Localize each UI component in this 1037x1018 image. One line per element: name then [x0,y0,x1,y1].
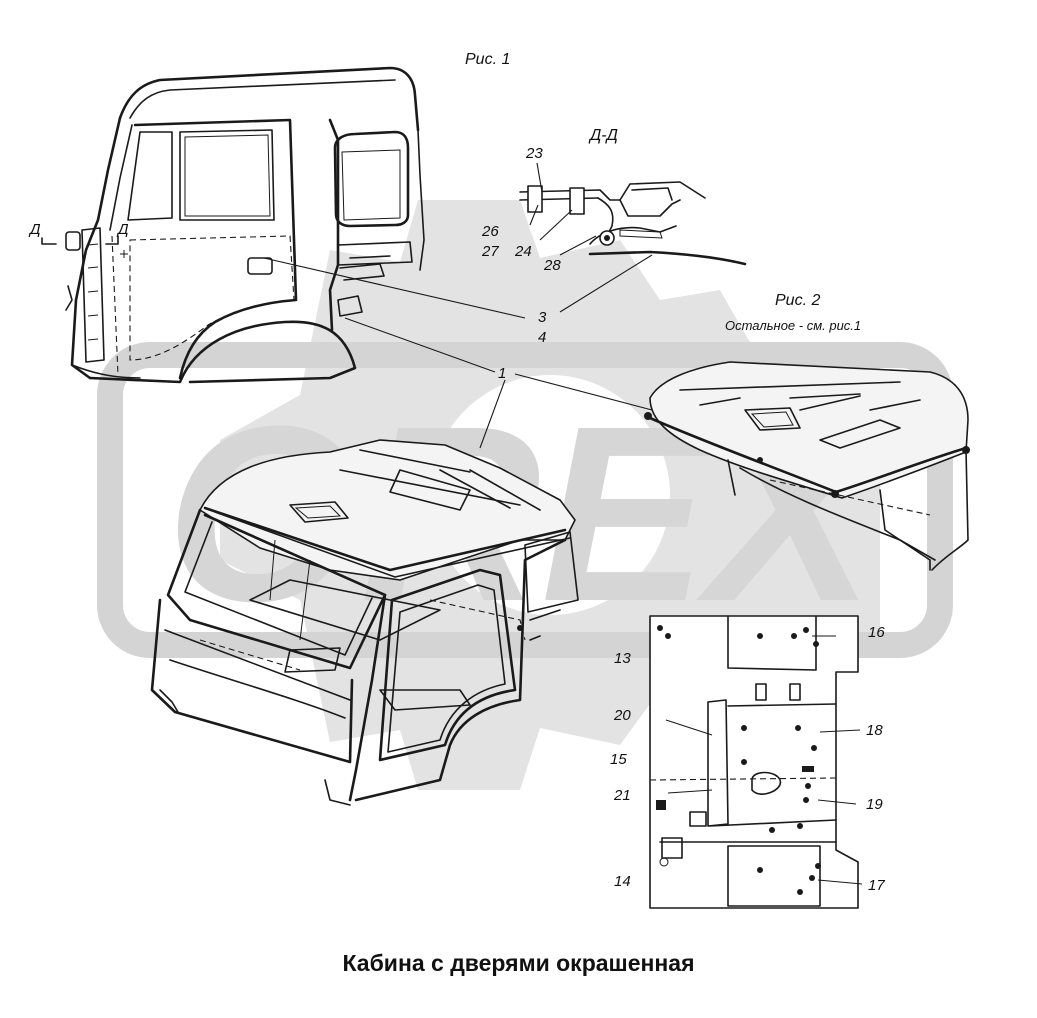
section-mark-left: Д [28,221,41,238]
callout-21: 21 [613,787,631,804]
callout-20: 20 [613,707,631,724]
diagram-caption: Кабина с дверями окрашенная [342,950,695,976]
callout-26: 26 [481,223,499,240]
callout-3: 3 [538,309,547,326]
fig2-title: Рис. 2 [775,292,820,309]
callout-23: 23 [525,145,543,162]
floor-panel-plan [649,615,859,909]
section-title: Д-Д [588,127,618,144]
leader-lines [263,162,863,885]
labels: Рис. 1 Д-Д Рис. 2 Остальное - см. рис.1 … [28,51,885,894]
callout-15: 15 [610,751,627,768]
callout-14: 14 [614,873,631,890]
callout-4: 4 [538,329,546,346]
callout-19: 19 [866,796,883,813]
callout-27: 27 [481,243,499,260]
callout-18: 18 [866,722,883,739]
fig2-note: Остальное - см. рис.1 [725,318,861,333]
main-cab-isometric [150,439,579,806]
callout-16: 16 [868,624,885,641]
fig2-roof-panel [644,361,970,571]
section-d-d [519,181,747,266]
callout-1: 1 [498,365,506,382]
fig1-cab-side-view [41,66,425,384]
callout-13: 13 [614,650,631,667]
callout-28: 28 [543,257,561,274]
fig1-title: Рис. 1 [465,51,510,68]
callout-17: 17 [868,877,885,894]
callout-24: 24 [514,243,532,260]
watermark-frame [97,342,953,658]
section-mark-right: Д [116,221,129,238]
